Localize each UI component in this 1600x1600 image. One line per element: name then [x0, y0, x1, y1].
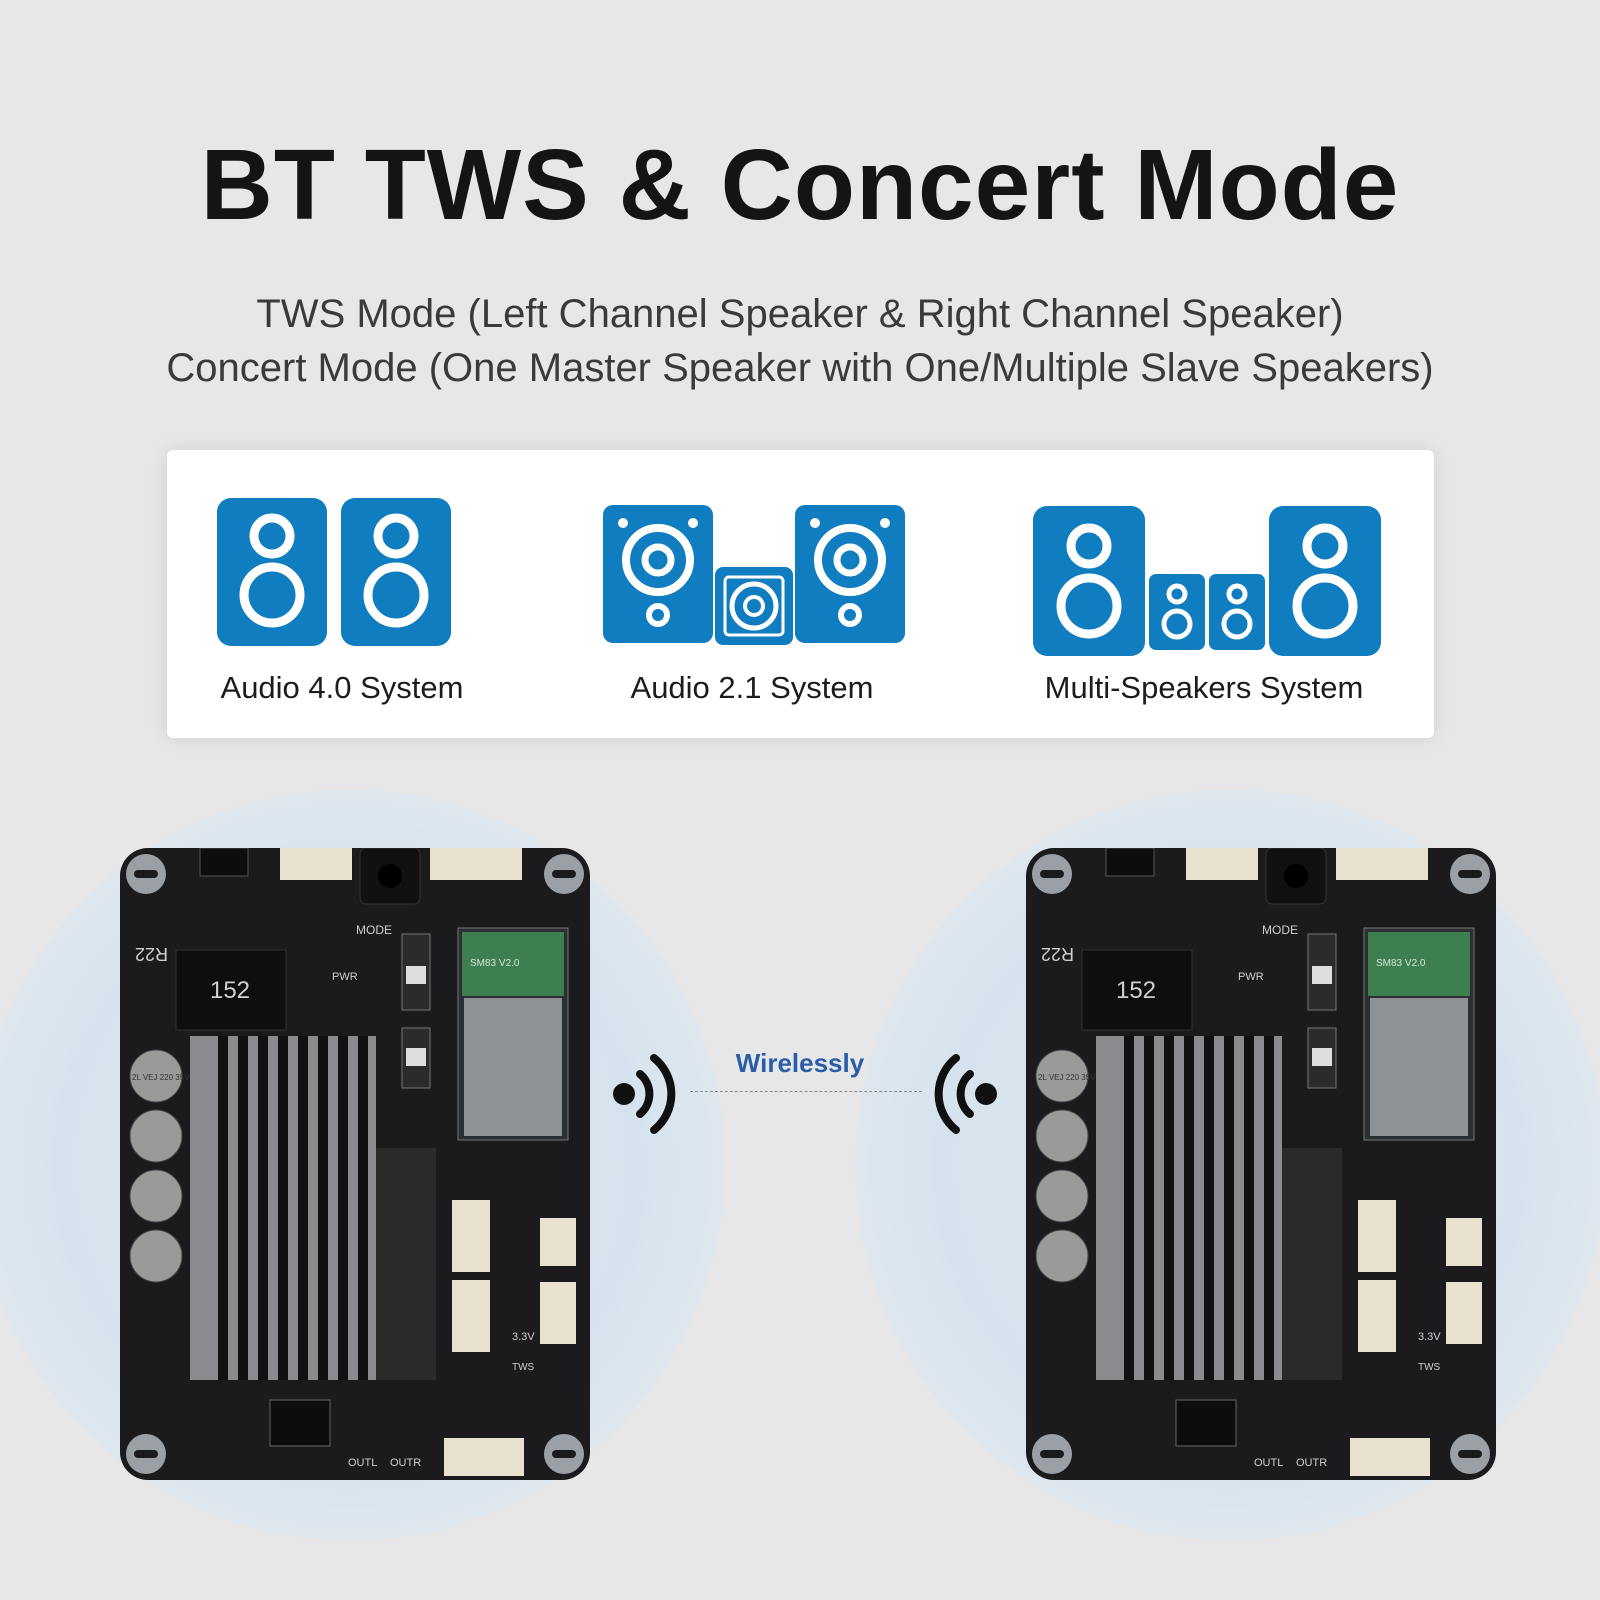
tws-label: TWS: [512, 1362, 535, 1373]
signal-left-icon: [934, 1054, 997, 1134]
outl-label: OUTL: [1254, 1457, 1283, 1469]
resistor-label: R22: [135, 944, 168, 964]
module-label: SM83 V2.0: [1376, 958, 1426, 969]
wireless-link-line: [690, 1091, 922, 1092]
multiple-speakers-icon: [1033, 506, 1381, 656]
amplifier-board-master: 152 R22 MODE PWR SM83 V2.0 2L VEJ 220 35…: [120, 848, 590, 1480]
mode-label: MODE: [356, 923, 392, 937]
wirelessly-label: Wirelessly: [735, 1048, 865, 1078]
tws-mode-description: TWS Mode (Left Channel Speaker & Right C…: [256, 292, 1344, 336]
resistor-label: R22: [1041, 944, 1074, 964]
audio-2-1-label: Audio 2.1 System: [630, 670, 874, 705]
outr-label: OUTR: [390, 1457, 421, 1469]
page-title: BT TWS & Concert Mode: [200, 129, 1400, 241]
voltage-label: 3.3V: [512, 1331, 535, 1343]
voltage-label: 3.3V: [1418, 1331, 1441, 1343]
multi-speakers-label: Multi-Speakers System: [1044, 670, 1364, 705]
module-label: SM83 V2.0: [470, 958, 520, 969]
speakers-with-subwoofer-icon: [603, 505, 905, 645]
pwr-label: PWR: [332, 971, 358, 983]
tws-label: TWS: [1418, 1362, 1441, 1373]
systems-panel: Audio 4.0 System Audio 2.1 System Multi-…: [167, 450, 1434, 738]
capacitor-label: 2L VEJ 220 35V: [132, 1073, 190, 1082]
audio-4-0-label: Audio 4.0 System: [220, 670, 464, 705]
mode-label: MODE: [1262, 923, 1298, 937]
inductor-label: 152: [210, 977, 250, 1004]
amplifier-board-slave: 152 R22 MODE PWR SM83 V2.0 2L VEJ 220 35…: [1026, 848, 1496, 1480]
outr-label: OUTR: [1296, 1457, 1327, 1469]
signal-right-icon: [613, 1054, 676, 1134]
inductor-label: 152: [1116, 977, 1156, 1004]
concert-mode-description: Concert Mode (One Master Speaker with On…: [166, 346, 1434, 390]
pwr-label: PWR: [1238, 971, 1264, 983]
two-speakers-icon: [217, 498, 451, 646]
outl-label: OUTL: [348, 1457, 377, 1469]
capacitor-label: 2L VEJ 220 35V: [1038, 1073, 1096, 1082]
